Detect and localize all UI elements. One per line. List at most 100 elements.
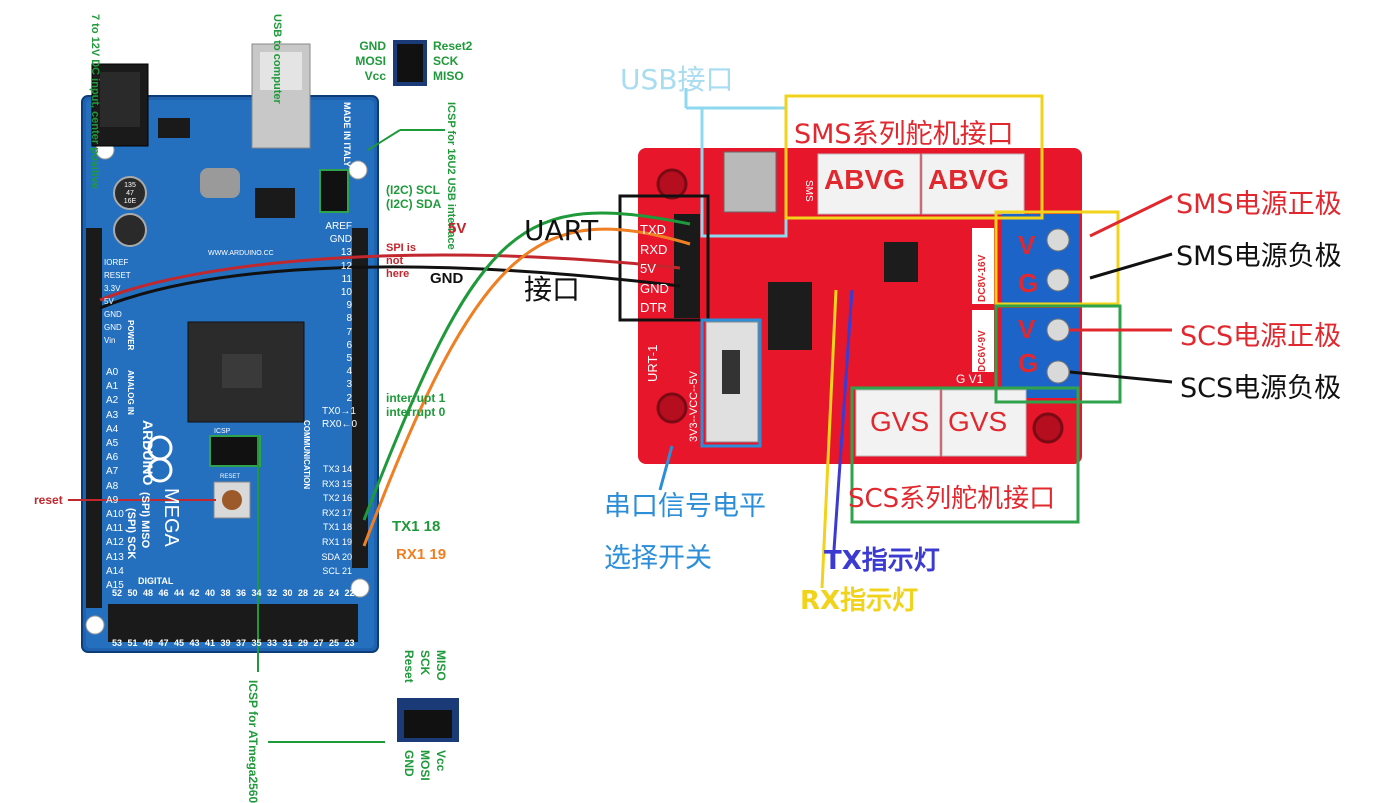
scs-port-box bbox=[850, 386, 1080, 524]
pin-36: 36 bbox=[236, 588, 247, 598]
pin-rx2: RX2 17 bbox=[321, 507, 352, 518]
icsp-right-reset2: Reset2 bbox=[433, 39, 473, 53]
dc-scs-label: DC6V-9V bbox=[977, 330, 988, 372]
analog-label: ANALOG IN bbox=[126, 370, 135, 415]
icsp-left-mosi: MOSI bbox=[355, 54, 386, 68]
pin-a12: A12 bbox=[106, 537, 124, 549]
sms-port-box bbox=[784, 94, 1044, 220]
switch-box bbox=[700, 318, 762, 448]
pin-a0: A0 bbox=[106, 367, 119, 378]
spi-miso-label: (SPI) MISO bbox=[139, 492, 151, 549]
pin-scl: SCL 21 bbox=[322, 566, 352, 577]
icsp-16u2-label: ICSP for 16U2 USB interface bbox=[445, 102, 457, 250]
pin-11: 11 bbox=[341, 273, 352, 285]
icsp-right-sck: SCK bbox=[433, 54, 459, 68]
pin-27: 27 bbox=[313, 638, 324, 648]
pin-a1: A1 bbox=[106, 381, 119, 393]
pin-40: 40 bbox=[205, 588, 216, 598]
pin-5v: 5V bbox=[104, 297, 114, 306]
pin-tx0: TX0→1 bbox=[322, 405, 356, 417]
gvs-1: GVS bbox=[870, 406, 930, 437]
power-label: POWER bbox=[126, 320, 135, 351]
sms-port-label: SMS系列舵机接口 bbox=[794, 119, 1014, 150]
pin-gnd-2: GND bbox=[104, 323, 122, 332]
urt-label: URT-1 bbox=[645, 344, 660, 382]
pin-53: 53 bbox=[112, 638, 123, 648]
gvs-2: GVS bbox=[948, 406, 1008, 437]
usb-port-label: USB接口 bbox=[620, 63, 734, 96]
pin-41: 41 bbox=[205, 638, 216, 648]
wire-5v bbox=[99, 253, 681, 302]
icsp-bottom-vcc: Vcc bbox=[434, 750, 448, 772]
terminal-g-2: G bbox=[1018, 348, 1039, 378]
uart-pin-gnd: GND bbox=[640, 280, 669, 296]
pin-a3: A3 bbox=[106, 409, 119, 421]
pin-33: 33 bbox=[267, 638, 278, 648]
scs-power-box bbox=[994, 304, 1122, 404]
pin-43: 43 bbox=[189, 638, 200, 648]
icsp-left-vcc: Vcc bbox=[364, 69, 386, 83]
driver-board bbox=[638, 148, 1082, 464]
pin-45: 45 bbox=[174, 638, 185, 648]
pin-gnd-pwm: GND bbox=[329, 234, 352, 246]
power-pins: IOREF RESET 3.3V 5V GND GND Vin bbox=[104, 256, 131, 347]
pin-47: 47 bbox=[158, 638, 169, 648]
analog-pins: A0 A1 A2 A3 A4 A5 A6 A7 A8 A9 A10 A11 A1… bbox=[106, 366, 124, 593]
uart-pin-dtr: DTR bbox=[640, 300, 667, 315]
uart-pin-rxd: RXD bbox=[640, 241, 668, 257]
icsp-right-miso: MISO bbox=[433, 69, 464, 83]
pin-28: 28 bbox=[298, 588, 309, 598]
pin-12: 12 bbox=[340, 260, 352, 272]
pin-a2: A2 bbox=[106, 395, 119, 407]
pin-31: 31 bbox=[282, 638, 293, 648]
icsp-2560-label: ICSP for ATmega2560 bbox=[246, 680, 260, 803]
level-switch-label-1: 串口信号电平 bbox=[604, 491, 766, 522]
pin-5: 5 bbox=[346, 353, 352, 365]
icsp-bottom-reset: Reset bbox=[402, 650, 416, 683]
pin-44: 44 bbox=[174, 588, 185, 598]
website-label: WWW.ARDUINO.CC bbox=[208, 250, 274, 257]
pin-4: 4 bbox=[346, 366, 352, 378]
uart-box bbox=[618, 194, 710, 322]
pin-34: 34 bbox=[251, 588, 262, 598]
pin-a15: A15 bbox=[106, 580, 124, 592]
pin-48: 48 bbox=[143, 588, 154, 598]
pin-13: 13 bbox=[340, 247, 352, 259]
sms-pos-label: SMS电源正极 bbox=[1176, 189, 1342, 220]
wire-gnd bbox=[99, 265, 681, 310]
g-v1-label: G V1 bbox=[956, 372, 984, 386]
wire-tx bbox=[362, 211, 691, 521]
pin-37: 37 bbox=[236, 638, 247, 648]
arduino-board-shape bbox=[81, 43, 379, 653]
pin-10: 10 bbox=[340, 287, 352, 299]
pin-25: 25 bbox=[329, 638, 340, 648]
terminal-v-2: V bbox=[1018, 314, 1036, 344]
rx-led-label: RX指示灯 bbox=[800, 586, 919, 616]
icsp-bottom-sck: SCK bbox=[418, 650, 432, 676]
pin-39: 39 bbox=[220, 638, 231, 648]
tx1-label: TX1 18 bbox=[392, 518, 441, 535]
pin-52: 52 bbox=[112, 588, 123, 598]
switch-text: 3V3--VCC--5V bbox=[688, 371, 700, 442]
pin-sda: SDA 20 bbox=[321, 551, 352, 562]
icsp-bottom-mosi: MOSI bbox=[418, 750, 432, 781]
scs-pos-label: SCS电源正极 bbox=[1180, 321, 1342, 352]
pin-6: 6 bbox=[346, 339, 352, 351]
communication-label: COMMUNICATION bbox=[302, 420, 311, 490]
usb-computer-label: USB to computer bbox=[271, 14, 283, 104]
pin-24: 24 bbox=[329, 588, 340, 598]
reset-label: reset bbox=[34, 493, 63, 507]
dc-sms-label: DC8V-16V bbox=[977, 254, 988, 302]
scs-port-label: SCS系列舵机接口 bbox=[848, 484, 1056, 514]
pin-tx2: TX2 16 bbox=[322, 493, 352, 504]
icsp-board-label: ICSP bbox=[214, 428, 231, 435]
pin-32: 32 bbox=[267, 588, 278, 598]
pin-23: 23 bbox=[344, 638, 355, 648]
pin-rx0: RX0←0 bbox=[322, 419, 358, 431]
pin-a13: A13 bbox=[106, 551, 124, 563]
pin-22: 22 bbox=[344, 588, 355, 598]
terminal-g-1: G bbox=[1018, 268, 1039, 298]
cap-text-line-1: 135 bbox=[124, 182, 136, 189]
sms-conn-label: SMS bbox=[803, 180, 814, 202]
